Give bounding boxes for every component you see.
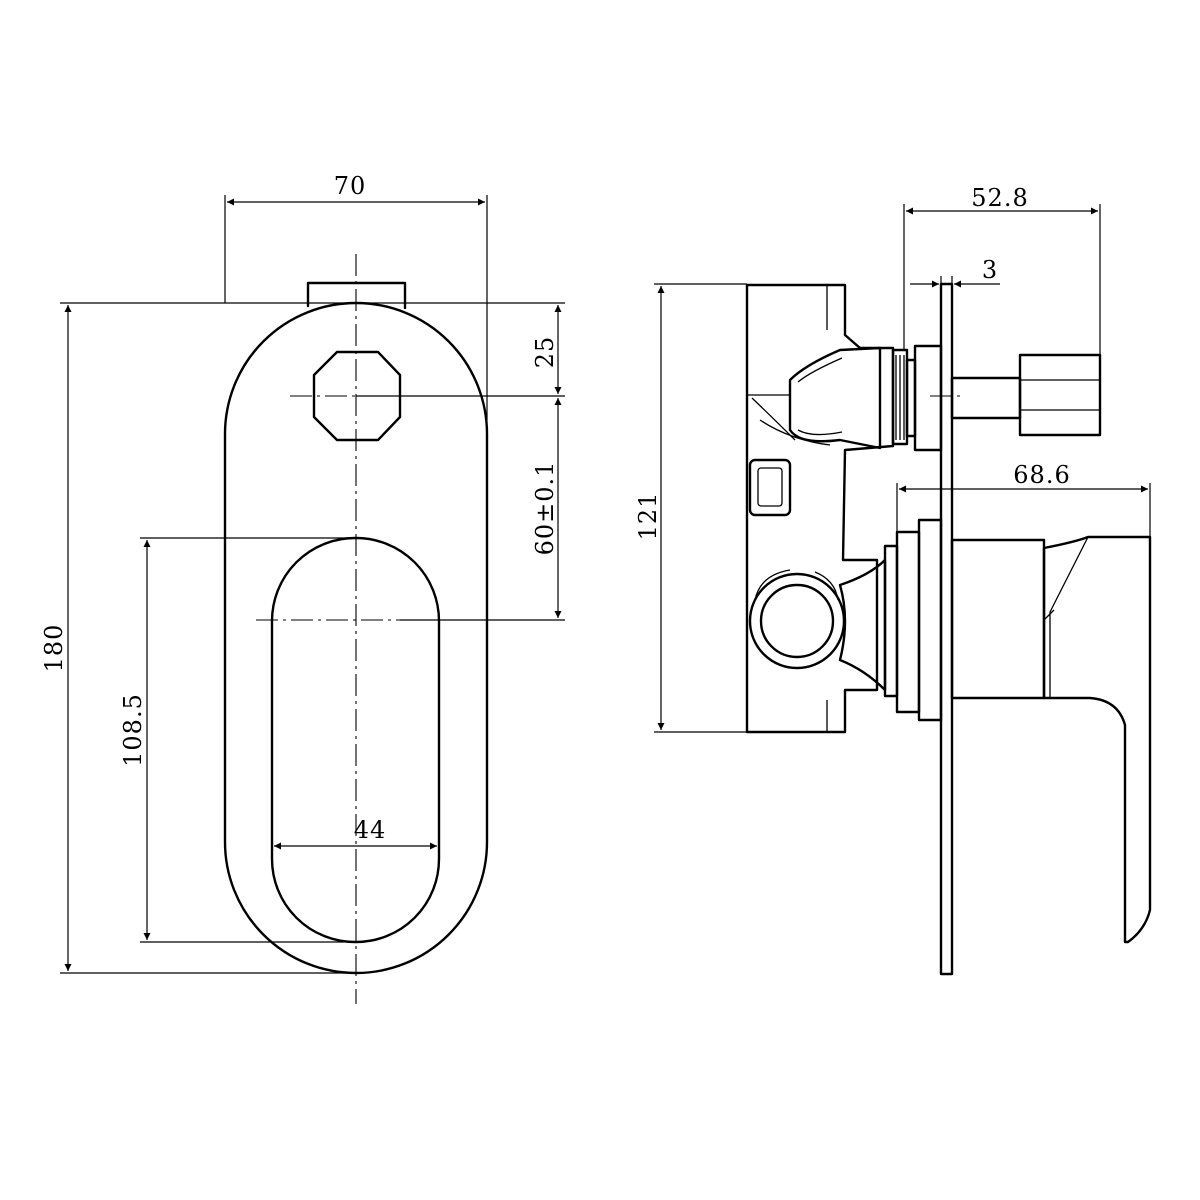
label-plate-width: 70 [334, 172, 367, 200]
inlet-inner [759, 583, 835, 659]
label-depth-spindle: 52.8 [971, 184, 1028, 212]
front-dimensions [60, 195, 565, 974]
side-dimensions [654, 204, 1151, 733]
upper-elbow [788, 346, 882, 450]
lower-flange [883, 544, 899, 698]
handle-hub [950, 538, 1046, 700]
lower-elbow [838, 558, 887, 692]
diverter-cap [1018, 353, 1102, 437]
label-slot-height: 108.5 [119, 693, 147, 767]
inlet-outer [748, 572, 846, 670]
label-top-offset: 25 [531, 336, 559, 369]
valve-body [745, 283, 895, 734]
label-body-height: 121 [634, 492, 662, 541]
side-cover-plate [939, 282, 954, 976]
diverter-knob-octagon [312, 350, 402, 442]
label-plate-thickness: 3 [982, 256, 998, 284]
front-view [223, 254, 489, 1004]
label-center-distance: 60±0.1 [531, 461, 559, 556]
label-slot-width: 44 [354, 816, 387, 844]
port-window [748, 458, 792, 517]
spindle [950, 376, 1022, 420]
lever-handle [1042, 535, 1152, 944]
label-depth-handle: 68.6 [1013, 461, 1070, 489]
label-total-height: 180 [40, 624, 68, 673]
side-view [745, 282, 1152, 976]
